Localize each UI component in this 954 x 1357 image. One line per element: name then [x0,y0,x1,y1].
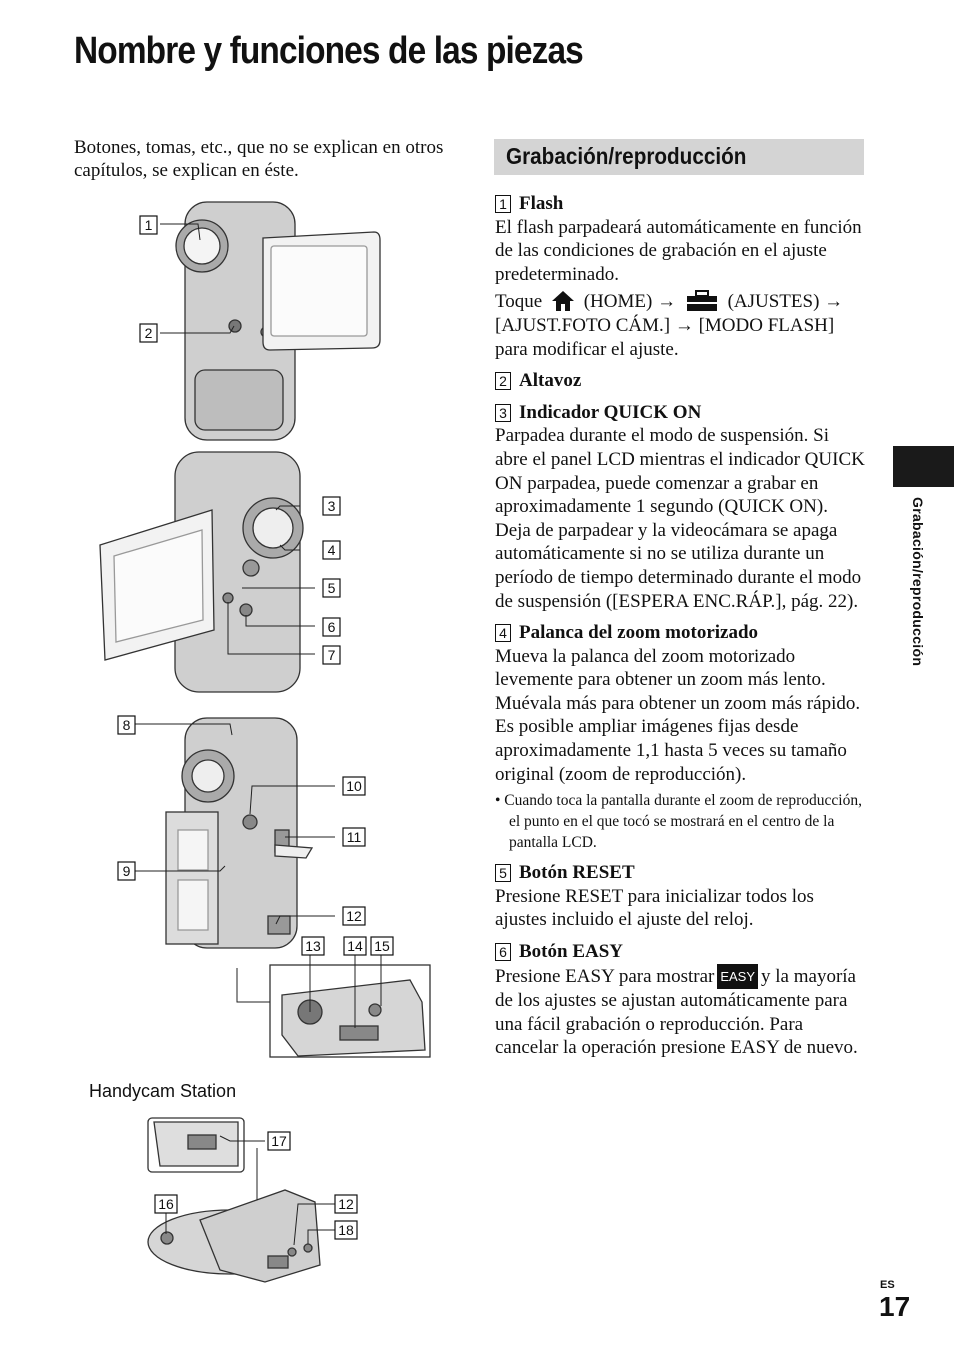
item-number: 5 [495,864,511,883]
instruction-toque: Toque [495,291,543,313]
easy-post-text: y la mayoría de los ajustes se ajustan a… [495,965,858,1059]
item-title: Botón RESET [519,862,635,884]
section-title: Grabación/reproducción [506,143,747,169]
instruction-path1: [AJUST.FOTO CÁM.] [495,314,671,336]
instruction-home: (HOME) [583,291,653,313]
item-title: Botón EASY [519,941,623,963]
callout-11: 11 [347,829,362,845]
easy-pre-text: Presione EASY para mostrar [495,965,715,987]
camera-front-view [175,201,381,441]
item-number: 2 [495,371,511,390]
item-instructions: Toque (HOME) → (AJUSTES) → [AJUST.FOTO C… [495,290,844,360]
side-tab-label: Grabación/reproducción [910,497,932,702]
item-title: Altavoz [519,370,582,392]
camcorder-parts-figure: 1 2 3 4 5 6 7 8 9 10 11 12 13 14 15 16 1… [99,201,431,1283]
station-caption: Handycam Station [89,1081,237,1101]
item-flash: 1 Flash El flash parpadeará automáticamen… [495,192,865,361]
item-body: Presione RESET para inicializar todos lo… [495,885,814,931]
item-quick-on: 3 Indicador QUICK ON Parpadea durante el … [495,401,865,613]
instruction-path2: [MODO FLASH] para modificar el ajuste. [495,314,835,360]
callout-7: 7 [328,647,336,663]
callout-17: 17 [271,1133,287,1149]
callout-1: 1 [145,217,153,233]
callout-3: 3 [328,498,336,514]
callout-labels [117,215,394,1240]
item-note: • Cuando toca la pantalla durante el zoo… [495,792,862,852]
intro-text: Botones, tomas, etc., que no se explican… [74,137,444,181]
callout-10: 10 [346,778,362,794]
camera-slot-view [165,717,314,949]
callout-8: 8 [123,717,131,733]
section-tab-marker [893,446,954,487]
item-title: Flash [519,193,564,214]
item-body-2: Deja de parpadear y la videocámara se ap… [495,519,862,612]
instruction-ajustes: (AJUSTES) [727,291,820,313]
callout-4: 4 [328,542,336,558]
callout-5: 5 [328,580,336,596]
item-title: Palanca del zoom motorizado [519,622,759,644]
item-number: 3 [495,403,511,422]
callout-16: 16 [158,1196,174,1212]
item-title: Indicador QUICK ON [519,401,702,423]
item-body-2: Es posible ampliar imágenes fijas desde … [495,716,847,785]
callout-12b: 12 [338,1196,354,1212]
camera-side-view [99,451,304,693]
bottom-detail-inset [269,964,431,1058]
item-altavoz: 2 Altavoz [495,369,865,393]
callout-2: 2 [145,325,153,341]
handycam-station [147,1189,321,1283]
callout-12: 12 [346,908,362,924]
language-code: ES [880,1279,895,1291]
item-number: 6 [495,942,511,961]
callout-14: 14 [347,938,363,954]
callout-15: 15 [374,938,390,954]
item-body: El flash parpadeará automáticamente en f… [495,216,862,285]
callout-6: 6 [328,619,336,635]
parts-description-column: 1 Flash El flash parpadeará automáticamen… [495,192,865,1068]
item-body: Parpadea durante el modo de suspensión. … [495,425,865,518]
item-reset-button: 5 Botón RESET Presione RESET para inicial… [495,861,865,932]
station-top-inset [147,1117,245,1173]
callout-9: 9 [123,863,131,879]
easy-badge-icon: EASY [717,963,759,990]
item-body: Mueva la palanca del zoom motorizado lev… [495,645,861,714]
item-number: 4 [495,623,511,642]
side-tab-text: Grabación/reproducción [910,497,926,667]
page-title: Nombre y funciones de las piezas [74,30,584,72]
item-number: 1 [495,194,511,213]
callout-18: 18 [338,1222,354,1238]
callout-13: 13 [305,938,321,954]
section-header: Grabación/reproducción [494,139,864,175]
toolbox-icon [686,290,717,312]
home-icon [551,291,574,312]
page-number: 17 [879,1291,911,1322]
item-zoom-lever: 4 Palanca del zoom motorizado Mueva la pa… [495,621,865,853]
